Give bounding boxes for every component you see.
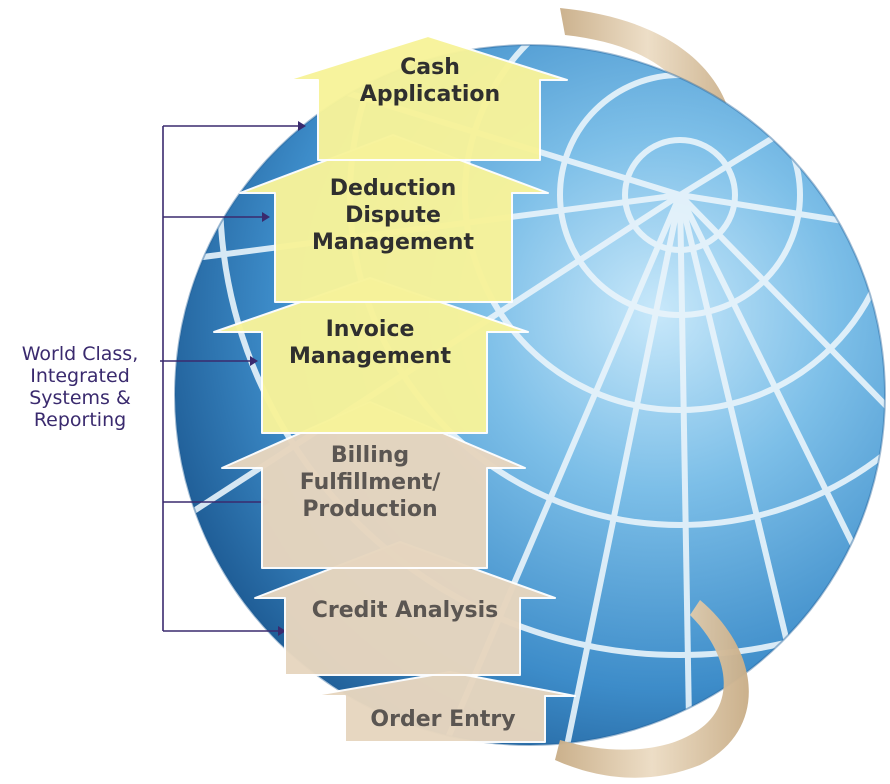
stage-arrow-shape: [254, 541, 556, 676]
stage-arrow-shape: [213, 277, 529, 434]
bracket-connector: [160, 125, 298, 632]
stage-label: Cash: [400, 55, 460, 80]
stage-label: Fulfillment/: [300, 470, 442, 495]
stage-label: Production: [302, 497, 437, 522]
stage-label: Order Entry: [370, 707, 515, 732]
stage-arrow-shape: [286, 35, 568, 161]
side-label-line: Reporting: [33, 409, 127, 431]
systems-reporting-label: World Class, Integrated Systems & Report…: [0, 343, 160, 431]
stage-arrow: Credit Analysis: [254, 541, 556, 676]
stage-label: Dispute: [345, 203, 441, 228]
stage-arrow: Order Entry: [309, 671, 576, 743]
arrowhead: [262, 212, 270, 222]
stage-arrow-shape: [221, 401, 526, 569]
stage-label: Deduction: [330, 176, 456, 201]
stage-label: Application: [360, 82, 500, 107]
stage-label: Billing: [331, 443, 409, 468]
side-label-line: World Class,: [21, 343, 139, 365]
stage-label: Invoice: [326, 317, 415, 342]
orbit-band-front: [555, 600, 749, 778]
arrowhead: [298, 121, 306, 131]
stage-label: Management: [312, 230, 474, 255]
arrowhead: [278, 626, 286, 636]
side-label-line: Systems &: [29, 387, 131, 409]
stage-arrow-shape: [239, 134, 549, 303]
stage-arrow-shape: [309, 671, 576, 743]
stage-label: Credit Analysis: [312, 598, 499, 623]
stage-arrows: Order Entry Credit Analysis BillingFulfill…: [213, 35, 576, 743]
arrowhead: [250, 356, 258, 366]
side-label-line: Integrated: [30, 365, 130, 387]
stage-label: Management: [289, 344, 451, 369]
